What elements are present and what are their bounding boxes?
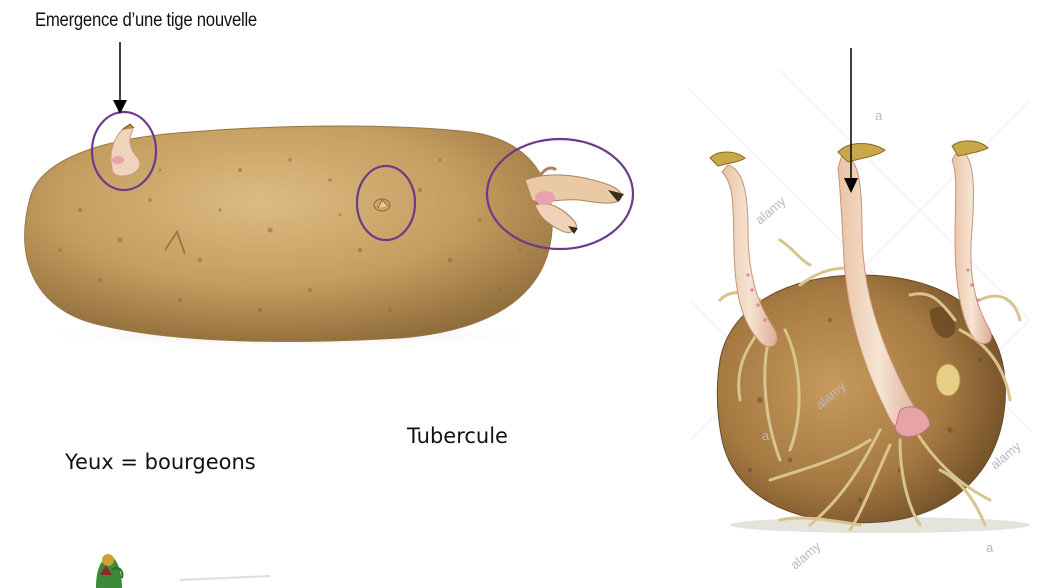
school-logo-icon	[96, 554, 270, 588]
label-emergence-new-stem: Emergence d’une tige nouvelle	[35, 10, 257, 32]
watermark-text-3: alamy	[787, 538, 824, 572]
sprout-bud-middle	[374, 199, 390, 211]
watermark-letter-2: a	[986, 540, 994, 555]
small-bud	[936, 364, 960, 396]
watermark-letter-1: a	[875, 108, 883, 123]
watermark-letter-3: a	[762, 428, 770, 443]
watermark-text-4: alamy	[752, 193, 789, 227]
label-eyes-buds: Yeux = bourgeons	[65, 450, 256, 474]
label-tuber: Tubercule	[407, 424, 508, 448]
sprouted-potato-photo: alamy alamy alamy alamy a a a	[690, 70, 1030, 572]
potato-body	[25, 126, 553, 342]
potato-tuber	[25, 124, 624, 349]
arrow-emergence-left	[113, 42, 127, 114]
